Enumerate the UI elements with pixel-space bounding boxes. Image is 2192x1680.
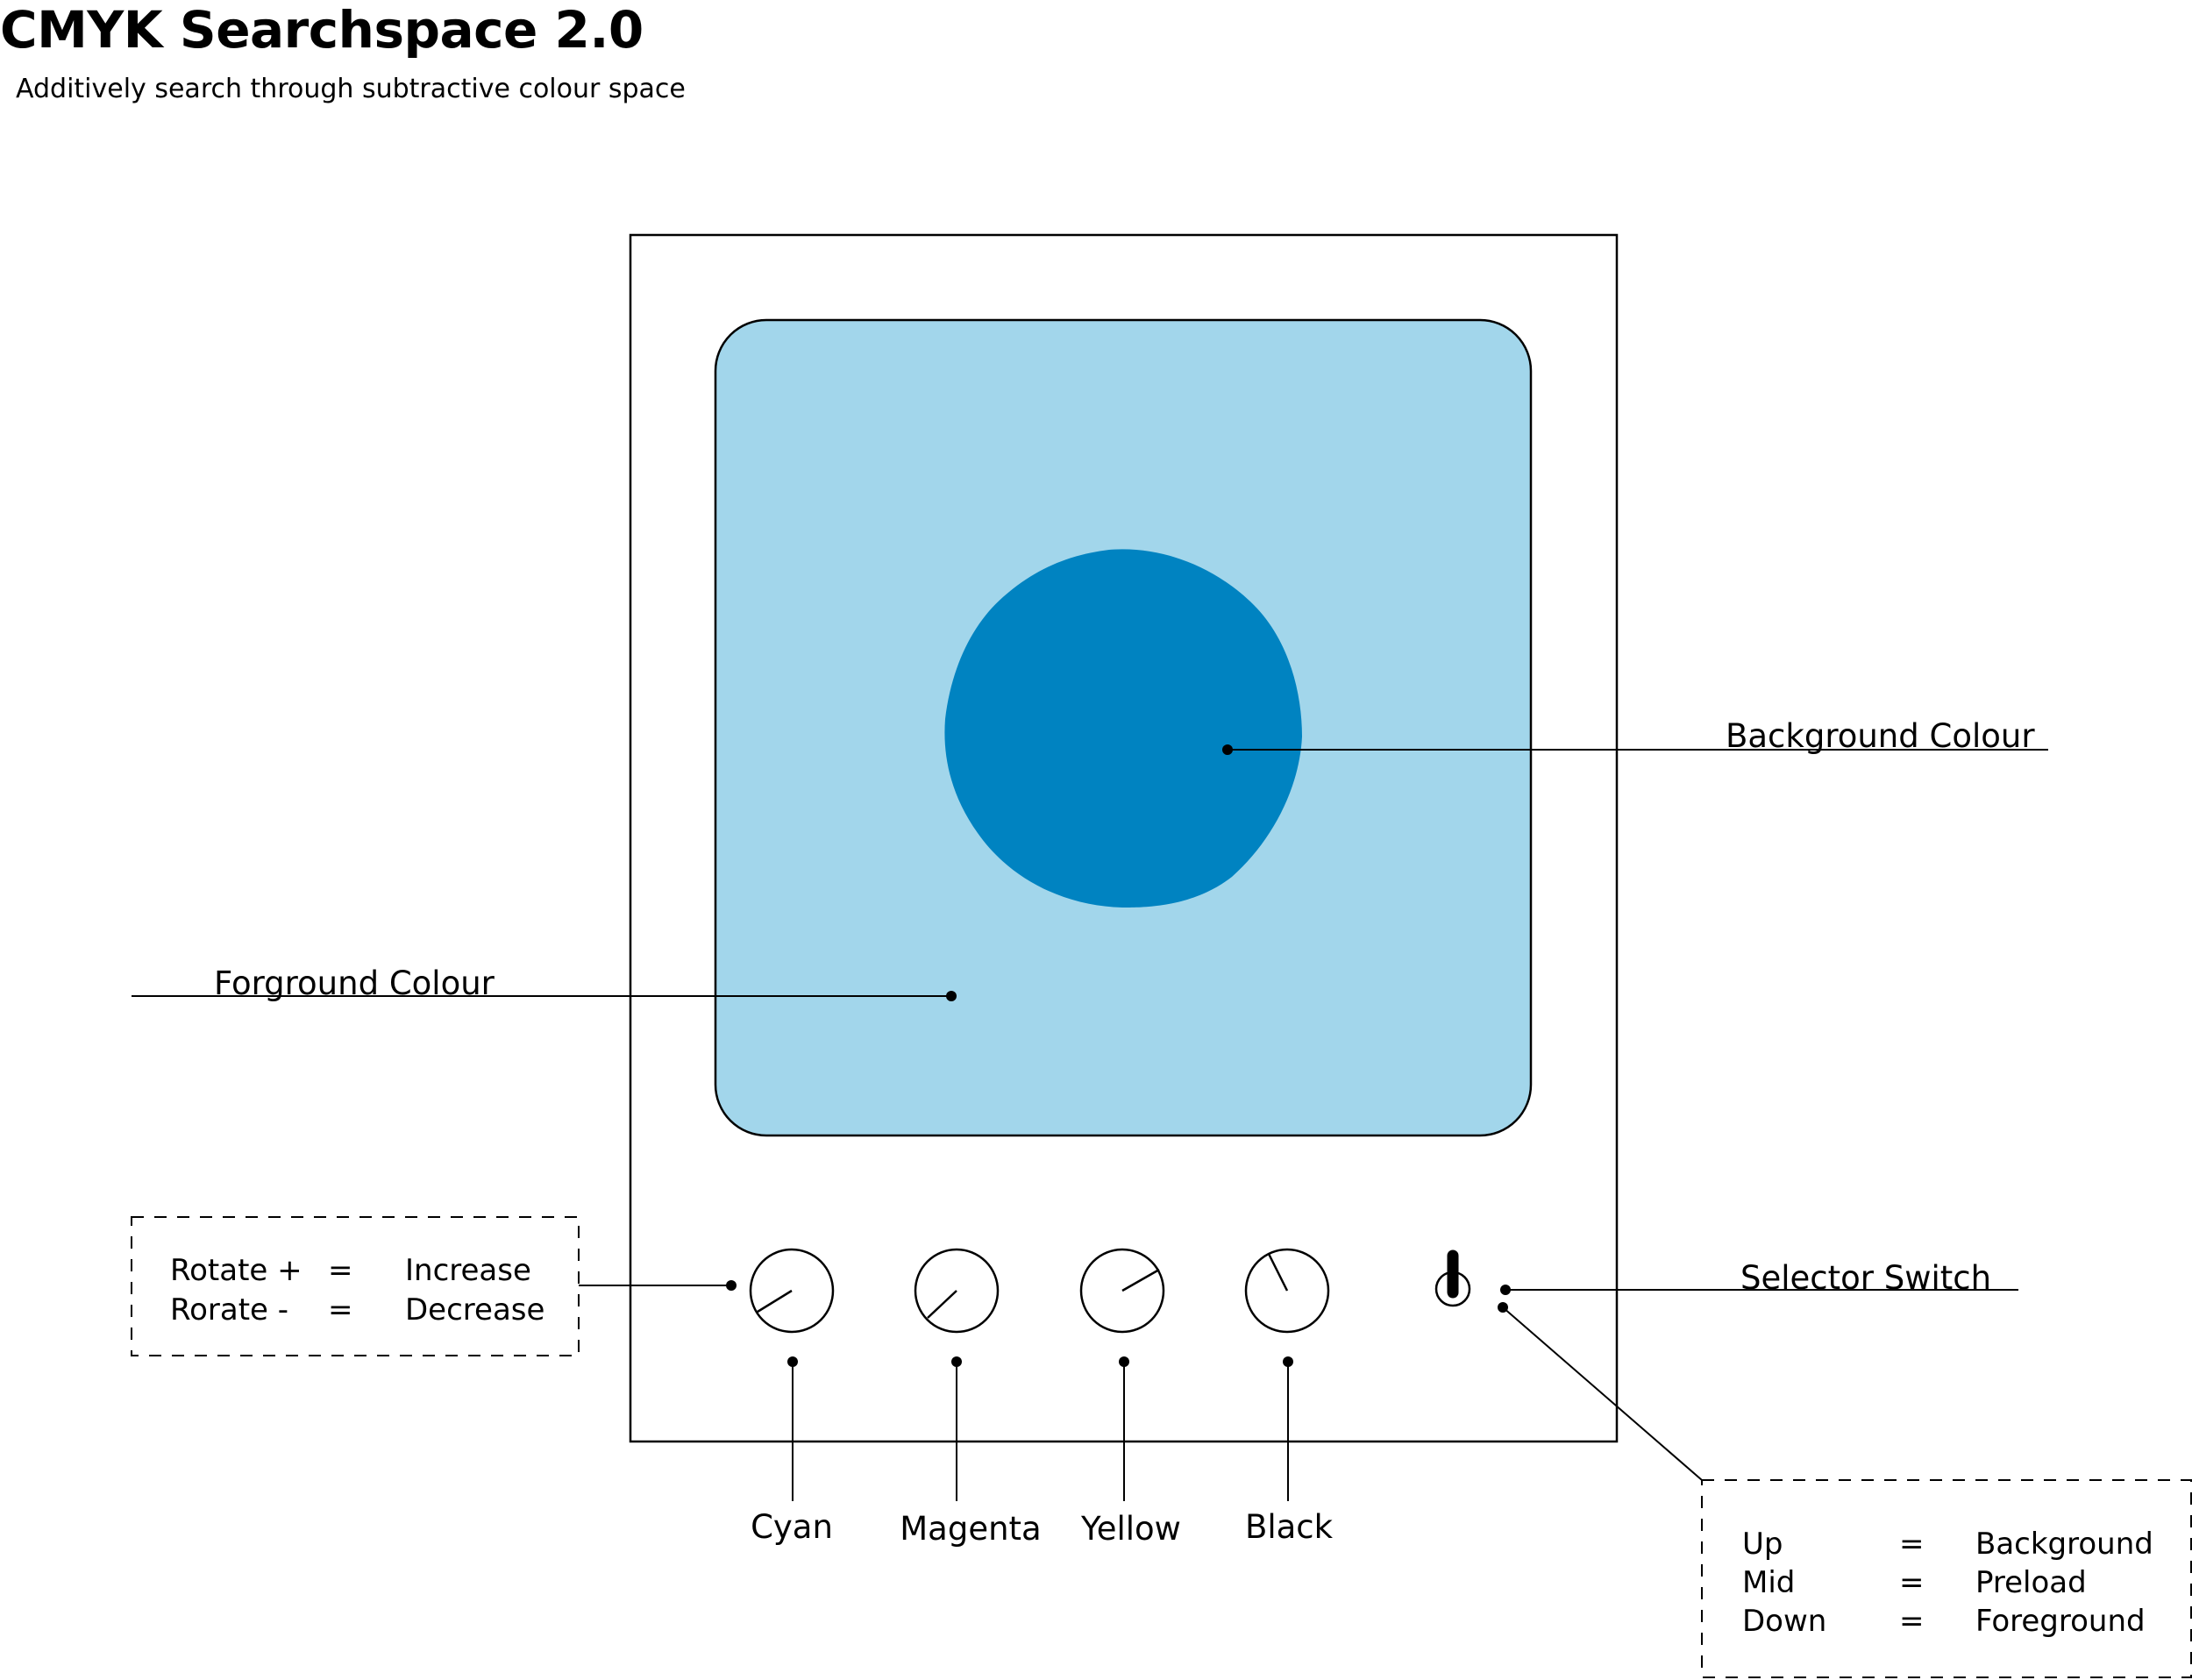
- background-colour-label: Background Colour: [1726, 717, 2035, 755]
- switch-legend-position-2: Mid: [1742, 1565, 1795, 1600]
- foreground-colour-label: Forground Colour: [214, 965, 495, 1002]
- selector-switch[interactable]: [1434, 1249, 1471, 1307]
- switch-legend-position-1: Up: [1742, 1527, 1783, 1562]
- rotate-legend-eq-1: =: [328, 1253, 353, 1288]
- rotate-legend-action-1: Rotate +: [170, 1253, 302, 1288]
- foreground-blob: [944, 549, 1302, 908]
- rotate-legend-eq-2: =: [328, 1292, 353, 1328]
- page-title: CMYK Searchspace 2.0: [0, 0, 644, 60]
- knob-magenta[interactable]: Magenta: [900, 1248, 1042, 1548]
- switch-legend-eq-2: =: [1899, 1565, 1925, 1600]
- knob-black[interactable]: Black: [1244, 1248, 1334, 1546]
- knob-label-black: Black: [1245, 1508, 1334, 1546]
- rotate-legend: Rotate + = Increase Rorate - = Decrease: [131, 1216, 737, 1356]
- knob-yellow[interactable]: Yellow: [1079, 1248, 1181, 1548]
- switch-legend: Up = Background Mid = Preload Down = For…: [1701, 1479, 2192, 1678]
- knob-label-magenta: Magenta: [900, 1510, 1041, 1548]
- rotate-legend-result-2: Decrease: [405, 1292, 544, 1328]
- knob-label-yellow: Yellow: [1080, 1510, 1181, 1548]
- page-subtitle: Additively search through subtractive co…: [16, 74, 686, 104]
- switch-legend-position-3: Down: [1742, 1604, 1826, 1639]
- switch-legend-result-3: Foreground: [1975, 1604, 2146, 1639]
- rotate-legend-result-1: Increase: [405, 1253, 531, 1288]
- switch-legend-eq-3: =: [1899, 1604, 1925, 1639]
- foreground-colour-callout: Forground Colour: [132, 965, 957, 1002]
- background-colour-callout: Background Colour: [1222, 717, 2048, 755]
- switch-legend-result-2: Preload: [1975, 1565, 2087, 1600]
- selector-switch-callout: Selector Switch: [1498, 1259, 2018, 1481]
- switch-legend-result-1: Background: [1975, 1527, 2153, 1562]
- knob-cyan[interactable]: Cyan: [749, 1248, 835, 1546]
- switch-legend-eq-1: =: [1899, 1527, 1925, 1562]
- selector-switch-label: Selector Switch: [1740, 1259, 1991, 1297]
- rotate-legend-action-2: Rorate -: [170, 1292, 288, 1328]
- knob-label-cyan: Cyan: [751, 1508, 833, 1546]
